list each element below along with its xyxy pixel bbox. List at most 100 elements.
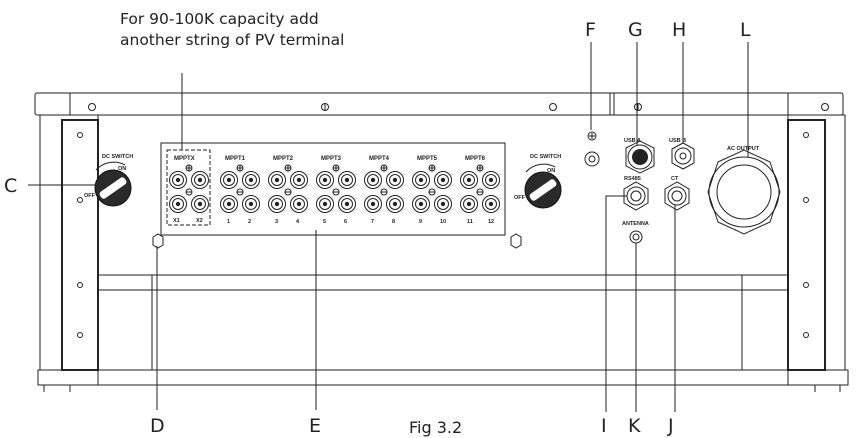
pv-connector[interactable]: [268, 195, 286, 213]
pv-connector[interactable]: [220, 171, 238, 189]
usb-b-port[interactable]: USB B: [669, 138, 695, 170]
usb-a-port[interactable]: USB A: [624, 138, 655, 174]
ground-terminal[interactable]: [584, 131, 600, 167]
callout-d: D: [150, 415, 165, 437]
mppt-title: MPPT5: [417, 156, 438, 162]
mppt-title: MPPT1: [225, 156, 246, 162]
mppt-string-label: 3: [275, 219, 278, 225]
rs485-label: RS485: [624, 176, 641, 182]
mppt-string-label: 5: [323, 219, 326, 225]
mpptx-group[interactable]: MPPTX X1 X2: [166, 149, 211, 226]
mppt-title: MPPT6: [465, 156, 486, 162]
pv-connector[interactable]: [220, 195, 238, 213]
callout-g: G: [628, 19, 643, 41]
callout-f: F: [585, 19, 596, 41]
housing-top-rail: [34, 92, 844, 116]
pv-connector[interactable]: [338, 171, 356, 189]
mppt-string-label: 1: [227, 219, 230, 225]
dc-switch-right-on-label: ON: [547, 168, 555, 174]
mppt-string-label: 8: [392, 219, 395, 225]
mppt-string-label: 2: [248, 219, 251, 225]
pv-connector[interactable]: [482, 195, 500, 213]
mpptx-title: MPPTX: [174, 156, 195, 162]
ct-port[interactable]: CT: [664, 176, 690, 211]
mppt-string-label: 6: [344, 219, 347, 225]
mppt-group-3[interactable]: MPPT3 5 6: [316, 156, 356, 225]
pv-connector[interactable]: [412, 195, 430, 213]
mppt-string-label: 4: [296, 219, 300, 225]
usb-b-label: USB B: [669, 138, 686, 144]
mppt-group-1[interactable]: MPPT1 1 2: [220, 156, 260, 225]
pv-connector[interactable]: [482, 171, 500, 189]
housing-body: [37, 114, 849, 392]
pv-connector[interactable]: [364, 171, 382, 189]
mppt-group-2[interactable]: MPPT2 3 4: [268, 156, 308, 225]
mppt-group-5[interactable]: MPPT5 9 10: [412, 156, 452, 225]
pv-connector[interactable]: [268, 171, 286, 189]
pv-connector[interactable]: [412, 171, 430, 189]
rs485-port[interactable]: RS485: [623, 176, 649, 211]
pv-terminal-note-line2: another string of PV terminal: [120, 31, 344, 49]
figure-caption: Fig 3.2: [409, 418, 462, 437]
callout-j: J: [667, 415, 674, 437]
ac-output-label: AC OUTPUT: [727, 146, 760, 152]
pv-connector[interactable]: [242, 195, 260, 213]
pv-connector[interactable]: [364, 195, 382, 213]
dc-switch-left-off-label: OFF: [84, 193, 96, 199]
pv-connector[interactable]: [434, 171, 452, 189]
antenna-port[interactable]: ANTENNA: [622, 221, 649, 244]
pv-connector[interactable]: [316, 195, 334, 213]
dc-switch-right[interactable]: DC SWITCH ON OFF: [514, 154, 562, 209]
mppt-string-label: 12: [488, 219, 494, 225]
mppt-string-label: 11: [467, 219, 473, 225]
dc-switch-left-title: DC SWITCH: [102, 154, 133, 160]
dc-switch-right-title: DC SWITCH: [530, 154, 561, 160]
callout-l: L: [740, 19, 751, 41]
mppt-string-label: 9: [419, 219, 422, 225]
mpptx-x2-label: X2: [196, 218, 203, 224]
pv-terminal-note-line1: For 90-100K capacity add: [120, 10, 319, 28]
callout-h: H: [672, 19, 686, 41]
pv-connector[interactable]: [242, 171, 260, 189]
dc-switch-left[interactable]: DC SWITCH ON OFF: [84, 154, 133, 207]
mpptx-connector[interactable]: [169, 171, 187, 189]
right-bracket: [787, 119, 826, 371]
left-hex-nut: [152, 233, 164, 249]
mppt-string-label: 10: [440, 219, 446, 225]
pv-connector[interactable]: [290, 171, 308, 189]
pv-connector[interactable]: [460, 195, 478, 213]
mppt-group-6[interactable]: MPPT6 11 12: [460, 156, 500, 225]
callout-e: E: [309, 415, 321, 437]
right-hex-nut: [510, 233, 522, 249]
pv-connector[interactable]: [386, 171, 404, 189]
mpptx-x1-label: X1: [173, 218, 180, 224]
pv-connector[interactable]: [386, 195, 404, 213]
dc-switch-left-on-label: ON: [118, 166, 126, 172]
mpptx-connector[interactable]: [191, 171, 209, 189]
mpptx-connector[interactable]: [169, 195, 187, 213]
mppt-title: MPPT3: [321, 156, 342, 162]
mppt-string-label: 7: [371, 219, 374, 225]
dc-switch-right-off-label: OFF: [514, 195, 526, 201]
mppt-title: MPPT4: [369, 156, 390, 162]
callout-i: I: [601, 415, 607, 437]
pv-terminal-panel: [160, 142, 506, 236]
antenna-label: ANTENNA: [622, 221, 649, 227]
pv-connector[interactable]: [338, 195, 356, 213]
pv-connector[interactable]: [316, 171, 334, 189]
ct-label: CT: [671, 176, 679, 182]
pv-connector[interactable]: [460, 171, 478, 189]
callout-c: C: [4, 175, 17, 197]
pv-connector[interactable]: [434, 195, 452, 213]
mppt-title: MPPT2: [273, 156, 294, 162]
usb-a-label: USB A: [624, 138, 641, 144]
mpptx-connector[interactable]: [191, 195, 209, 213]
ac-output-port[interactable]: AC OUTPUT: [707, 146, 781, 235]
callout-leaders: [28, 42, 749, 412]
mppt-group-4[interactable]: MPPT4 7 8: [364, 156, 404, 225]
pv-connector[interactable]: [290, 195, 308, 213]
left-bracket: [61, 119, 99, 371]
callout-k: K: [628, 415, 641, 437]
